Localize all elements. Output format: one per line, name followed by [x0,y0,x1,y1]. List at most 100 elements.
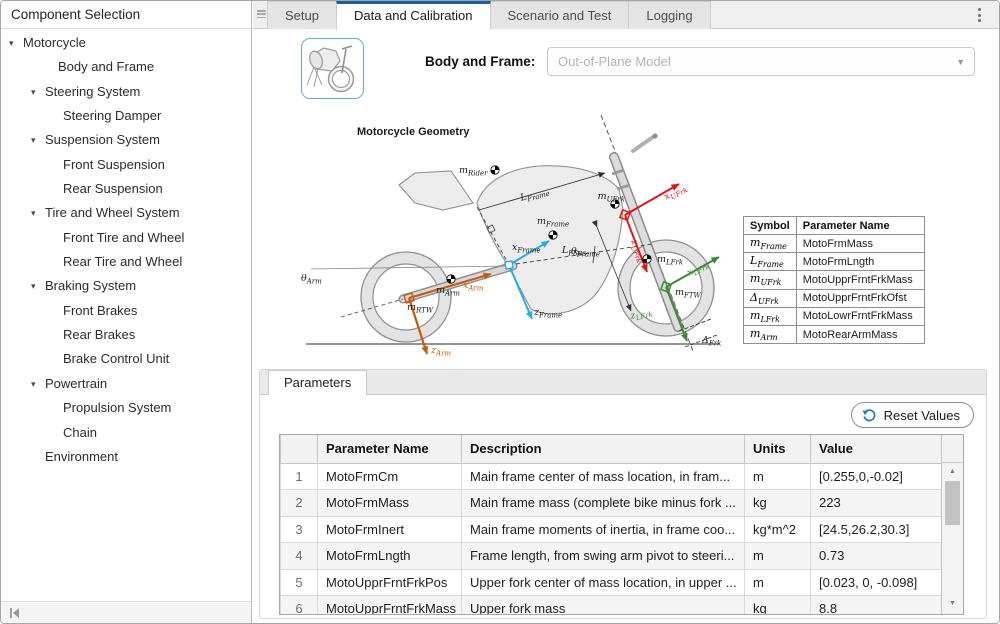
main-pane: Setup Data and Calibration Scenario and … [253,1,999,623]
chevron-down-icon[interactable]: ▾ [31,135,36,146]
scroll-up-icon[interactable]: ▲ [949,468,956,475]
tree-item-steering-system[interactable]: ▾Steering System [1,80,251,104]
param-name-cell: MotoFrmMass [317,489,462,517]
value-cell[interactable]: 8.8 [810,595,943,614]
tree-item-suspension-system[interactable]: ▾Suspension System [1,128,251,152]
table-row[interactable]: 1 MotoFrmCm Main frame center of mass lo… [280,462,943,490]
tree-item-powertrain[interactable]: ▾Powertrain [1,372,251,396]
parameters-table: Parameter Name Description Units Value 1… [279,434,964,615]
value-cell[interactable]: [24.5,26.2,30.3] [810,515,943,543]
param-name-cell: MotoFrmInert [317,515,462,543]
chevron-down-icon[interactable]: ▾ [31,86,36,97]
tree-item-propulsion-system[interactable]: Propulsion System [63,400,172,416]
data-calibration-content: Body and Frame: Out-of-Plane Model ▼ [253,29,999,623]
tree-item-brake-control-unit[interactable]: Brake Control Unit [63,351,170,367]
motorcycle-geometry-figure: Motorcycle Geometry [301,114,721,358]
parameter-name-header: Parameter Name [317,435,462,464]
component-tree: ▾Motorcycle Body and Frame ▾Steering Sys… [1,31,251,599]
units-cell: kg*m^2 [744,515,811,543]
upper-fork-axes [618,183,680,273]
table-row[interactable]: 3 MotoFrmInert Main frame moments of ine… [280,515,943,543]
tab-scenario-and-test[interactable]: Scenario and Test [489,1,630,29]
tab-strip: Setup Data and Calibration Scenario and … [253,1,999,30]
label-z-frame: zFrame [533,307,562,320]
param-name-cell: MotoUpprFrntFrkPos [317,568,462,596]
scrollbar-cap [942,435,963,463]
row-number-header [280,435,318,464]
scroll-down-icon[interactable]: ▼ [949,600,956,607]
units-cell: m [744,462,811,490]
value-cell[interactable]: 0.73 [810,542,943,570]
body-and-frame-dropdown[interactable]: Out-of-Plane Model ▼ [547,47,975,76]
table-row[interactable]: 6 MotoUpprFrntFrkMass Upper fork mass kg… [280,595,943,614]
table-row[interactable]: 5 MotoUpprFrntFrkPos Upper fork center o… [280,568,943,596]
tree-item-rear-tire-and-wheel[interactable]: Rear Tire and Wheel [63,254,183,270]
com-arm [446,274,456,284]
chevron-down-icon[interactable]: ▾ [9,38,14,48]
parameters-panel: Parameters Reset Values Parameter Name [259,369,987,619]
description-header: Description [461,435,745,464]
label-theta-arm: θArm [301,273,322,286]
tree-item-steering-damper[interactable]: Steering Damper [63,108,162,124]
chevron-down-icon[interactable]: ▾ [31,281,36,292]
table-row[interactable]: 4 MotoFrmLngth Frame length, from swing … [280,542,943,570]
value-cell[interactable]: 223 [810,489,943,517]
dropdown-value: Out-of-Plane Model [558,54,671,69]
tab-data-and-calibration[interactable]: Data and Calibration [335,1,491,30]
table-row[interactable]: 2 MotoFrmMass Main frame mass (complete … [280,489,943,517]
label-delta-frk: ΔFrk [701,335,721,348]
tab-setup[interactable]: Setup [267,1,337,29]
tree-item-rear-brakes[interactable]: Rear Brakes [63,327,136,343]
tree-item-chain[interactable]: Chain [63,424,97,440]
chevron-down-icon[interactable]: ▾ [31,378,36,389]
kebab-menu-icon[interactable] [973,7,985,23]
reset-icon [862,408,876,421]
motorcycle-thumbnail [301,38,364,99]
value-cell[interactable]: [0.255,0,-0.02] [810,462,943,490]
com-rider [490,165,500,175]
value-cell[interactable]: [0.023, 0, -0.098] [810,568,943,596]
tree-item-braking-system[interactable]: ▾Braking System [1,274,251,298]
units-cell: m [744,542,811,570]
scrollbar-thumb[interactable] [945,481,960,525]
param-name-header: Parameter Name [795,216,925,235]
tab-parameters[interactable]: Parameters [268,370,368,395]
tree-item-tire-and-wheel-system[interactable]: ▾Tire and Wheel System [1,201,251,225]
arm-axes [403,272,492,355]
collapse-panel-icon[interactable] [7,605,23,621]
component-selection-panel: Component Selection ▾Motorcycle Body and… [1,1,252,623]
label-x-arm: xArm [463,280,484,293]
tree-item-motorcycle[interactable]: ▾Motorcycle [1,31,251,55]
label-theta-frame: θFrame [571,246,600,259]
description-cell: Frame length, from swing arm pivot to st… [461,542,745,570]
label-m-ufrk: mUFrk [598,191,625,204]
tree-item-environment[interactable]: Environment [45,448,118,464]
chevron-down-icon[interactable]: ▾ [31,208,36,219]
reset-values-label: Reset Values [883,407,960,423]
tab-logging[interactable]: Logging [628,1,711,29]
body-and-frame-label: Body and Frame: [425,54,536,69]
lower-fork-axes [659,256,720,342]
frame-body [476,165,624,315]
tree-item-front-suspension[interactable]: Front Suspension [63,156,165,172]
description-cell: Main frame moments of inertia, in frame … [461,515,745,543]
tree-item-body-and-frame[interactable]: Body and Frame [58,59,155,75]
tree-item-front-brakes[interactable]: Front Brakes [63,302,138,318]
description-cell: Main frame mass (complete bike minus for… [461,489,745,517]
drag-grip-icon[interactable] [257,10,266,20]
reset-values-button[interactable]: Reset Values [850,402,974,428]
vertical-scrollbar[interactable]: ▲ ▼ [941,435,963,614]
figure-title: Motorcycle Geometry [357,126,470,138]
value-header: Value [810,435,943,464]
tree-item-front-tire-and-wheel[interactable]: Front Tire and Wheel [63,229,185,245]
chevron-down-icon: ▼ [956,57,965,67]
tree-item-rear-suspension[interactable]: Rear Suspension [63,181,163,197]
